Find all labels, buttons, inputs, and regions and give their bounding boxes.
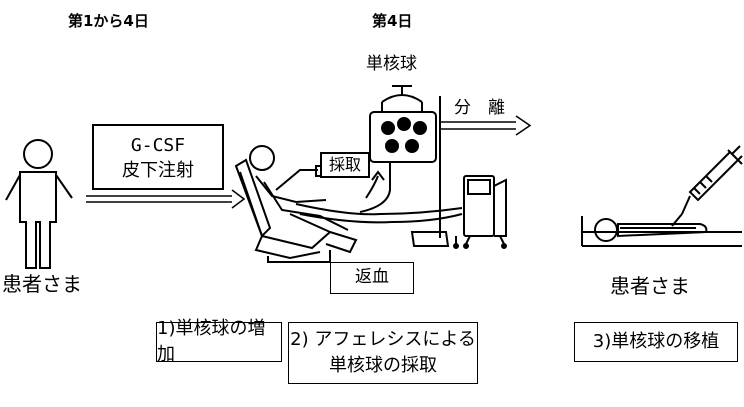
separation-arrow — [440, 115, 532, 136]
standing-patient-icon — [5, 139, 73, 269]
patient-label-left: 患者さま — [2, 272, 82, 296]
gcsf-injection-box: G-CSF 皮下注射 — [92, 124, 224, 190]
monitor-cart-icon — [453, 175, 507, 249]
collection-label-box: 採取 — [320, 152, 370, 178]
apheresis-chair-icon — [234, 145, 463, 263]
subcutaneous-injection-label: 皮下注射 — [122, 160, 194, 181]
return-blood-box: 返血 — [330, 262, 414, 294]
day-4-heading: 第4日 — [372, 12, 413, 30]
days-1-4-heading: 第1から4日 — [68, 12, 149, 30]
step-2-text-line-1: 2) アフェレシスによる — [290, 328, 476, 350]
return-blood-label: 返血 — [355, 267, 389, 287]
return-table-icon — [410, 231, 450, 247]
syringe-icon — [671, 145, 743, 227]
step-3-text: 3)単核球の移植 — [592, 330, 720, 352]
separation-label: 分 離 — [454, 98, 505, 118]
step-2-box: 2) アフェレシスによる 単核球の採取 — [288, 322, 478, 384]
mononuclear-label: 単核球 — [366, 54, 417, 74]
patient-label-right: 患者さま — [610, 274, 690, 298]
step-3-box: 3)単核球の移植 — [574, 322, 738, 362]
centrifuge-icon — [369, 85, 441, 238]
collection-arrow — [359, 162, 391, 213]
collection-label: 採取 — [328, 155, 361, 174]
lying-patient-icon — [581, 216, 742, 247]
gcsf-label: G-CSF — [130, 135, 186, 156]
step-2-text-line-2: 単核球の採取 — [329, 355, 437, 376]
step-1-text: 1)単核球の増加 — [157, 317, 266, 365]
step-1-box: 1)単核球の増加 — [156, 318, 282, 365]
gcsf-arrow — [86, 189, 246, 209]
